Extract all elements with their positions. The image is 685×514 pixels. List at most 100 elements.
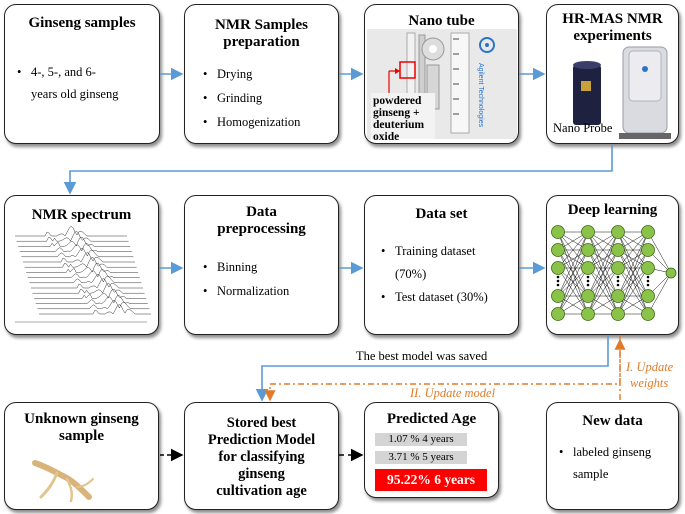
deep-learning-box: Deep learning (546, 195, 679, 335)
new-data-bullet-cont: sample (573, 467, 609, 481)
nn-ellipsis-dot (586, 283, 590, 287)
arrow-best-model (255, 336, 609, 402)
nn-connection (617, 231, 649, 269)
nn-ellipsis-dot (616, 279, 620, 283)
unknown-sample-box: Unknown ginseng sample (4, 402, 159, 510)
stored-model-box: Stored best Prediction Model for classif… (184, 402, 339, 510)
nn-ellipsis-dot (556, 279, 560, 283)
nano-tube-title: Nano tube (408, 13, 475, 29)
nn-node (551, 243, 565, 257)
nano-tube-box: Nano tube Agilent Technologies powdered … (364, 4, 519, 144)
nn-node (611, 307, 625, 321)
nmr-spectrum-plot (15, 226, 151, 323)
nn-connection (617, 249, 649, 315)
predicted-age-title: Predicted Age (386, 411, 477, 427)
nn-connection (587, 231, 619, 269)
nn-ellipsis-dot (616, 275, 620, 279)
deep-learning-title: Deep learning (567, 202, 658, 218)
hrmas-title-1: HR-MAS NMR (562, 11, 663, 27)
prediction-highlight-6y: 95.22% 6 years (375, 469, 487, 491)
nn-ellipsis-dot (616, 283, 620, 287)
spectrum-trace (23, 252, 135, 263)
data-preprocessing-title-2: preprocessing (217, 221, 306, 237)
neural-network-diagram (551, 225, 677, 321)
nn-node (581, 261, 595, 275)
data-set-title: Data set (415, 206, 468, 222)
nmr-prep-title-2: preparation (223, 34, 300, 50)
data-preprocessing-title-1: Data (246, 204, 277, 220)
nn-node (551, 225, 565, 239)
data-set-box: Data set •Training dataset (70%) •Test d… (364, 195, 519, 335)
nn-node (551, 289, 565, 303)
nn-node (611, 225, 625, 239)
nmr-prep-title-1: NMR Samples (215, 17, 308, 33)
spectrum-trace (37, 300, 150, 310)
nn-connection (557, 267, 589, 315)
nn-ellipsis-dot (556, 283, 560, 287)
spectrum-trace (18, 236, 131, 247)
nano-tube-photo: Agilent Technologies (367, 29, 517, 139)
nn-node (641, 225, 655, 239)
nn-ellipsis-dot (646, 279, 650, 283)
data-set-bullet-2: •Test dataset (30%) (381, 290, 488, 304)
spectrum-trace (15, 226, 127, 237)
ginseng-samples-bullet: •4-, 5-, and 6- (17, 65, 96, 79)
nn-node (641, 307, 655, 321)
nn-connection (587, 231, 619, 297)
nmr-prep-box: NMR Samples preparation •Drying •Grindin… (184, 4, 339, 144)
update-weights-label-2: weights (630, 376, 669, 390)
nn-connection (587, 267, 619, 315)
best-model-saved-label: The best model was saved (356, 349, 488, 363)
nn-connection (647, 272, 672, 315)
nn-connection (587, 249, 619, 315)
new-data-bullet: •labeled ginseng (559, 445, 652, 459)
nmr-spectrum-title: NMR spectrum (31, 207, 132, 223)
spectrum-trace (19, 243, 132, 252)
nn-ellipsis-dot (646, 283, 650, 287)
nn-connection (617, 267, 649, 315)
update-weights-label-1: I. Update (626, 360, 674, 374)
spectrum-trace (39, 304, 151, 315)
nn-node (581, 307, 595, 321)
spectrum-trace (31, 278, 143, 289)
nn-node (551, 261, 565, 275)
nano-tube-brand: Agilent Technologies (477, 63, 484, 128)
nn-node (641, 243, 655, 257)
data-set-bullet-1-cont: (70%) (395, 267, 427, 281)
unknown-sample-title-1: Unknown ginseng (24, 411, 139, 427)
ginseng-samples-title: Ginseng samples (28, 15, 136, 31)
nn-node (581, 243, 595, 257)
hrmas-caption: Nano Probe (553, 121, 613, 135)
spectrum-trace (21, 248, 134, 258)
nn-node (611, 243, 625, 257)
prediction-row-4y: 1.07 % 4 years (375, 433, 467, 446)
new-data-box: New data •labeled ginseng sample (546, 402, 679, 510)
nmr-prep-bullet-1: •Drying (203, 67, 253, 81)
nano-tube-caption: powdered ginseng + deuterium oxide (373, 95, 425, 143)
nn-node (581, 289, 595, 303)
data-preprocessing-bullet-1: •Binning (203, 260, 258, 274)
hrmas-box: HR-MAS NMR experiments Nano Probe (546, 4, 679, 144)
nn-node (611, 261, 625, 275)
arrow-update-model (264, 336, 621, 402)
nn-connection (647, 231, 672, 274)
nmr-prep-bullet-2: •Grinding (203, 91, 263, 105)
predicted-age-box: Predicted Age 1.07 % 4 years 3.71 % 5 ye… (364, 402, 499, 498)
spectrum-trace (26, 262, 139, 273)
arrow-to-spectrum (63, 145, 613, 195)
spectrum-trace (16, 230, 129, 242)
unknown-sample-title-2: sample (59, 428, 104, 444)
ginseng-samples-box: Ginseng samples •4-, 5-, and 6- years ol… (4, 4, 160, 144)
data-preprocessing-bullet-2: •Normalization (203, 284, 290, 298)
nn-ellipsis-dot (586, 275, 590, 279)
nn-connection (557, 249, 589, 315)
nn-connection (617, 231, 649, 297)
nn-node (641, 289, 655, 303)
nn-node (641, 261, 655, 275)
update-model-label: II. Update model (410, 386, 496, 400)
prediction-row-5y: 3.71 % 5 years (375, 451, 467, 464)
spectrum-trace (34, 288, 147, 299)
nn-output-node (665, 267, 677, 279)
spectrum-trace (27, 269, 140, 278)
